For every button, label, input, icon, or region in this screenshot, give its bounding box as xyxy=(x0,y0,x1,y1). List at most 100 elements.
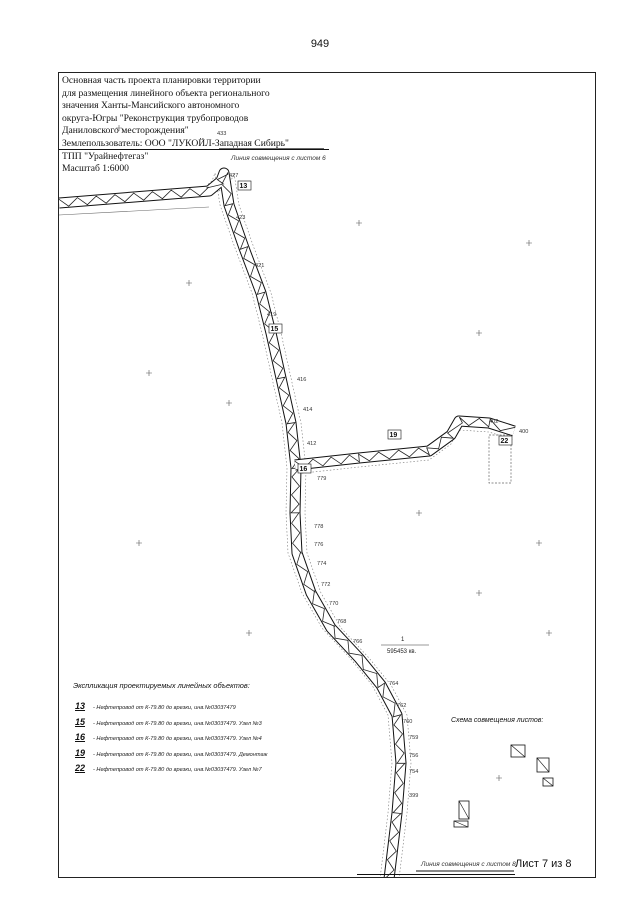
picket-label: 414 xyxy=(303,407,312,413)
terrain-right-edge xyxy=(68,171,412,877)
picket-label: 776 xyxy=(314,542,323,548)
survey-cross xyxy=(526,240,532,246)
scheme-sheet-box xyxy=(542,777,554,787)
route-marker-box xyxy=(387,429,402,440)
survey-cross xyxy=(356,220,362,226)
route-marker: 22 xyxy=(501,438,509,445)
picket-label: 759 xyxy=(409,735,418,741)
scheme-sheet-box xyxy=(458,800,470,820)
title-line: Основная часть проекта планировки террит… xyxy=(62,75,261,86)
picket-label: 756 xyxy=(409,753,418,759)
legend-text: - Нефтепровод от К-79.80 до врезки, инв.… xyxy=(93,751,268,758)
route-marker-box xyxy=(297,463,312,474)
route-marker: 16 xyxy=(300,466,308,473)
picket-label: 402 xyxy=(489,419,498,425)
scheme-sheet-route xyxy=(458,800,470,820)
legend-number: 15 xyxy=(75,716,86,727)
legend-item: 13 - Нефтепровод от К-79.80 до врезки, и… xyxy=(75,701,267,717)
survey-cross xyxy=(186,280,192,286)
terrain-branch-edge xyxy=(294,429,515,475)
legend-text: - Нефтепровод от К-79.80 до врезки, инв.… xyxy=(93,736,262,742)
picket-label: 774 xyxy=(317,561,326,567)
legend-number: 13 xyxy=(75,701,86,711)
legend-item: 19 - Нефтепровод от К-79.80 до врезки, и… xyxy=(75,748,267,764)
picket-label: 423 xyxy=(236,215,245,221)
land-user-line: Землепользователь: ООО "ЛУКОЙЛ-Западная … xyxy=(62,137,289,149)
title-line: значения Ханты-Мансийского автономного xyxy=(62,100,240,112)
legend-item: 22 - Нефтепровод от К-79.80 до врезки, и… xyxy=(75,763,267,779)
survey-cross xyxy=(536,540,542,546)
picket-label: 778 xyxy=(314,524,323,530)
legend-list: 13 - Нефтепровод от К-79.80 до врезки, и… xyxy=(75,701,267,779)
picket-label: 762 xyxy=(397,703,406,709)
route-marker-box xyxy=(498,435,513,446)
picket-label: 760 xyxy=(403,719,412,725)
survey-cross xyxy=(146,370,152,376)
picket-label: 768 xyxy=(337,619,346,625)
page-number: 949 xyxy=(310,38,330,50)
survey-cross xyxy=(136,540,142,546)
picket-label: 754 xyxy=(409,769,418,775)
picket-label: 419 xyxy=(267,312,276,318)
picket-label: 770 xyxy=(329,601,338,607)
area-value: 595453 кв. xyxy=(387,649,417,655)
route-marker: 15 xyxy=(271,326,279,333)
main-pipeline-corridor-hatch xyxy=(59,172,406,877)
match-line-bottom-label: Линия совмещения с листом 8 xyxy=(421,861,516,868)
route-marker: 19 xyxy=(390,432,398,439)
scheme-sheet-box xyxy=(536,757,550,773)
legend-number: 16 xyxy=(75,732,86,742)
survey-cross xyxy=(496,775,502,781)
title-line: округа-Югры "Реконструкция трубопроводов xyxy=(62,112,249,124)
legend-number: 19 xyxy=(75,747,86,758)
picket-label: 772 xyxy=(321,582,330,588)
scheme-sheet-box xyxy=(453,820,469,828)
survey-cross xyxy=(246,630,252,636)
picket-label: 412 xyxy=(307,441,316,447)
route-plan: 4334274234214194164144127797787767747727… xyxy=(59,125,554,877)
picket-label: 433 xyxy=(217,131,226,137)
scheme-sheet-box xyxy=(510,744,526,758)
scheme-sheet-route xyxy=(536,757,550,773)
legend-heading: Экспликация проектируемых линейных объек… xyxy=(73,681,250,690)
survey-cross xyxy=(476,590,482,596)
title-underline xyxy=(59,149,329,150)
legend-item: 15 - Нефтепровод от К-79.80 до врезки, и… xyxy=(75,717,267,733)
legend-text: - Нефтепровод от К-79.80 до врезки, инв.… xyxy=(93,720,262,727)
legend-number: 22 xyxy=(75,763,86,773)
scale-line: Масштаб 1:6000 xyxy=(62,163,129,175)
terrain-left-edge xyxy=(59,171,393,877)
legend-item: 16 - Нефтепровод от К-79.80 до врезки, и… xyxy=(75,732,267,748)
well-pad-outline xyxy=(488,434,512,484)
survey-cross xyxy=(546,630,552,636)
title-block: Основная часть проекта планировки террит… xyxy=(62,75,289,176)
survey-cross xyxy=(476,330,482,336)
picket-label: 764 xyxy=(389,681,398,687)
tpp-line: ТПП "Урайнефтегаз" xyxy=(62,150,149,162)
picket-label: 399 xyxy=(409,793,418,799)
picket-label: 400 xyxy=(519,429,528,435)
boundary-line xyxy=(59,206,210,216)
scheme-sheet-route xyxy=(510,744,526,758)
survey-cross xyxy=(226,400,232,406)
area-number: 1 xyxy=(401,637,405,643)
match-line-top-label: Линия совмещения с листом 6 xyxy=(231,155,326,162)
survey-cross xyxy=(416,510,422,516)
sheet-label: Лист 7 из 8 xyxy=(515,858,572,870)
title-line: Даниловского месторождения" xyxy=(62,125,189,137)
picket-label: 779 xyxy=(317,476,326,482)
route-marker: 13 xyxy=(240,183,248,190)
bottom-underline xyxy=(357,874,515,875)
picket-label: 766 xyxy=(353,639,362,645)
title-line: для размещения линейного объекта региона… xyxy=(62,87,270,99)
picket-label: 427 xyxy=(229,173,238,179)
sheet-scheme-title: Схема совмещения листов: xyxy=(451,717,544,724)
picket-label: 416 xyxy=(297,377,306,383)
branch-pipeline-corridor-hatch xyxy=(294,416,516,469)
survey-cross xyxy=(116,125,122,131)
route-marker-box xyxy=(237,180,252,191)
scheme-sheet-route xyxy=(542,777,554,787)
legend-text: - Нефтепровод от К-79.80 до врезки, инв.… xyxy=(93,767,262,773)
legend-text: - Нефтепровод от К-79.80 до врезки, инв.… xyxy=(93,705,236,711)
